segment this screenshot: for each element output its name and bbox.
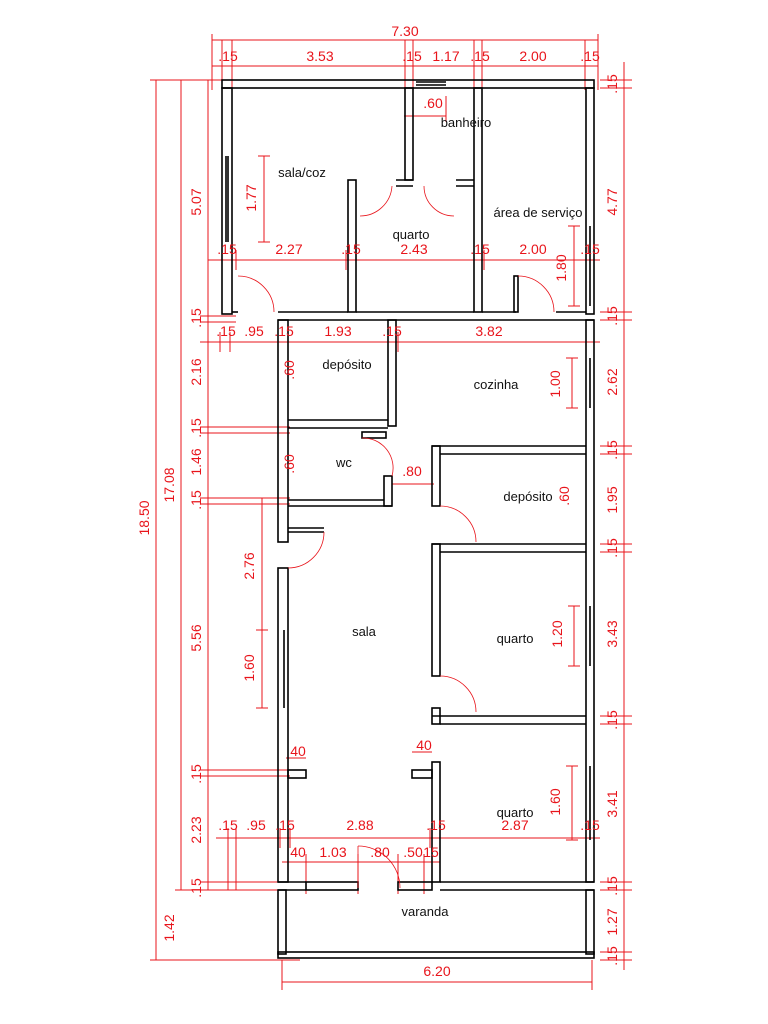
room-label-varanda: varanda — [402, 904, 450, 919]
dim-row3-a: .15 — [218, 817, 238, 833]
dim-bottom-total: 6.20 — [423, 963, 450, 979]
dim-window-160r: 1.60 — [547, 788, 563, 815]
dim-row1-a: .15 — [217, 241, 237, 257]
dim-r-15c: .15 — [604, 440, 620, 460]
dim-row3-g: .15 — [580, 817, 600, 833]
room-labels: sala/coz banheiro quarto área de serviço… — [278, 115, 582, 919]
dim-v-15e: .15 — [188, 878, 204, 898]
dim-row4-c: .80 — [370, 844, 390, 860]
room-label-cozinha: cozinha — [474, 377, 520, 392]
dim-r-15b: .15 — [604, 306, 620, 326]
dim-v-223: 2.23 — [188, 816, 204, 843]
dimension-labels: 7.30 .15 3.53 .15 1.17 .15 2.00 .15 .60 … — [136, 23, 620, 979]
dim-row1-b: 2.27 — [275, 241, 302, 257]
dim-deposito-door: .60 — [281, 360, 297, 380]
dim-r-15f: .15 — [604, 876, 620, 896]
room-label-quarto-bottom: quarto — [497, 805, 534, 820]
dim-row4-e: 15 — [423, 844, 439, 860]
dim-row2-b: .95 — [244, 323, 264, 339]
dim-row4-d: .50 — [403, 844, 423, 860]
dim-top-f: 2.00 — [519, 48, 546, 64]
dim-top-a: .15 — [218, 48, 238, 64]
dim-row2-c: .15 — [274, 323, 294, 339]
dim-wc-door: .60 — [281, 454, 297, 474]
dim-left-total: 18.50 — [136, 500, 152, 535]
dim-v-216: 2.16 — [188, 358, 204, 385]
dim-v-556: 5.56 — [188, 624, 204, 651]
dimension-lines — [150, 34, 632, 990]
room-label-quarto-top: quarto — [393, 227, 430, 242]
dim-left-inner: 17.08 — [161, 467, 177, 502]
dim-hall-door: .80 — [402, 463, 422, 479]
dim-v-15a: .15 — [188, 308, 204, 328]
dim-sala-40a: 40 — [290, 743, 306, 759]
dim-left-bottom: 1.42 — [161, 914, 177, 941]
dim-window-120: 1.20 — [549, 620, 565, 647]
dim-r-477: 4.77 — [604, 188, 620, 215]
room-label-sala-coz: sala/coz — [278, 165, 326, 180]
walls — [221, 79, 595, 959]
dim-row3-d: 2.88 — [346, 817, 373, 833]
dim-window-100: 1.00 — [547, 370, 563, 397]
dim-r-262: 2.62 — [604, 368, 620, 395]
room-label-deposito-left: depósito — [322, 357, 371, 372]
dim-top-g: .15 — [580, 48, 600, 64]
dim-r-195: 1.95 — [604, 486, 620, 513]
dim-window-177: 1.77 — [243, 184, 259, 211]
dim-row2-e: .15 — [382, 323, 402, 339]
dim-r-15d: .15 — [604, 538, 620, 558]
dim-v-146: 1.46 — [188, 448, 204, 475]
dim-row2-a: .15 — [216, 323, 236, 339]
dim-row3-b: .95 — [246, 817, 266, 833]
dim-row4-b: 1.03 — [319, 844, 346, 860]
dim-row3-e: .15 — [426, 817, 446, 833]
dim-r-15e: .15 — [604, 710, 620, 730]
dim-top-d: 1.17 — [432, 48, 459, 64]
dim-v-15d: .15 — [188, 764, 204, 784]
dim-row3-c: .15 — [275, 817, 295, 833]
door-swings — [237, 185, 555, 889]
dim-top-b: 3.53 — [306, 48, 333, 64]
dim-row4-a: 40 — [290, 844, 306, 860]
dim-v-15c: .15 — [188, 490, 204, 510]
dim-window-180: 1.80 — [553, 254, 569, 281]
dim-r-15a: .15 — [604, 74, 620, 94]
dim-row1-f: 2.00 — [519, 241, 546, 257]
dim-row2-d: 1.93 — [324, 323, 351, 339]
dim-top-e: .15 — [470, 48, 490, 64]
dim-r-15g: .15 — [604, 946, 620, 966]
room-label-sala: sala — [352, 624, 377, 639]
dim-row1-g: .15 — [580, 241, 600, 257]
room-label-quarto-mid: quarto — [497, 631, 534, 646]
dim-r-343: 3.43 — [604, 620, 620, 647]
dim-row1-e: .15 — [470, 241, 490, 257]
room-label-wc: wc — [335, 455, 352, 470]
dim-window-276: 2.76 — [241, 552, 257, 579]
dim-deposito-right-door: .60 — [556, 486, 572, 506]
dim-r-341: 3.41 — [604, 790, 620, 817]
dim-top-total: 7.30 — [391, 23, 418, 39]
dim-row3-f: 2.87 — [501, 817, 528, 833]
dim-row1-c: .15 — [341, 241, 361, 257]
dim-r-127: 1.27 — [604, 908, 620, 935]
dim-v-507: 5.07 — [188, 188, 204, 215]
room-label-area-servico: área de serviço — [494, 205, 583, 220]
dim-top-c: .15 — [402, 48, 422, 64]
dim-sala-40b: 40 — [416, 737, 432, 753]
dim-bath-window: .60 — [423, 95, 443, 111]
room-label-deposito-right: depósito — [503, 489, 552, 504]
dim-row1-d: 2.43 — [400, 241, 427, 257]
dim-v-15b: .15 — [188, 418, 204, 438]
dim-row2-f: 3.82 — [475, 323, 502, 339]
room-label-banheiro: banheiro — [441, 115, 492, 130]
dim-window-160: 1.60 — [241, 654, 257, 681]
